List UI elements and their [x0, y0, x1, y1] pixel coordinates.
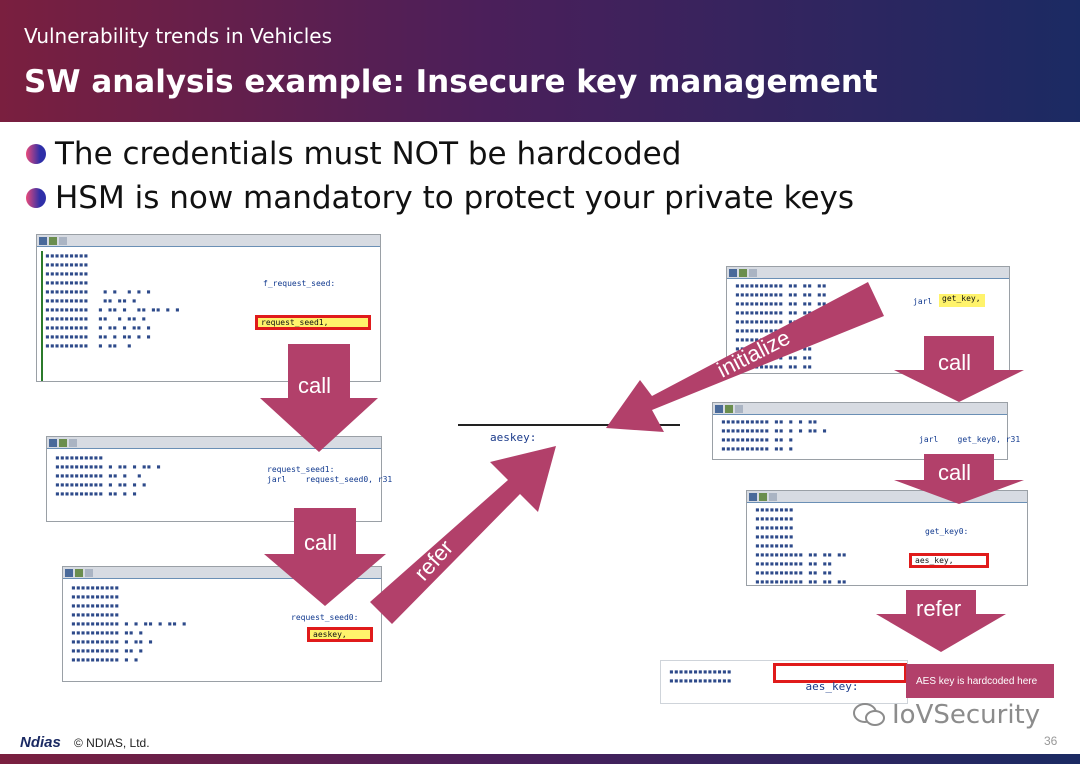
- toolbar-icon: [49, 438, 57, 447]
- function-label: get_key0:: [925, 527, 969, 536]
- highlighted-symbol: get_key,: [939, 294, 985, 307]
- aes-key-highlight: aes_key:: [773, 663, 907, 693]
- address-column: ▪▪▪▪▪▪▪▪▪▪ ▪▪ ▪ ▪ ▪▪ ▪▪▪▪▪▪▪▪▪▪ ▪▪ ▪ ▪ ▪…: [721, 417, 827, 453]
- arrow-label-call: call: [938, 460, 971, 485]
- call-instruction: jarl get_key0, r31: [919, 435, 1021, 444]
- code-window-aes-key: ▪▪▪▪▪▪▪▪▪▪▪▪▪ ▪▪▪▪▪▪▪▪▪▪▪▪▪ aes_key:: [660, 660, 908, 704]
- aeskey-label: aeskey:: [490, 431, 537, 444]
- arrow-label-call: call: [304, 530, 337, 555]
- toolbar-icon: [749, 492, 757, 501]
- toolbar-icon: [729, 268, 737, 277]
- toolbar-icon: [39, 236, 47, 245]
- code-window-request-seed0: ▪▪▪▪▪▪▪▪▪▪ ▪▪▪▪▪▪▪▪▪▪ ▪▪▪▪▪▪▪▪▪▪ ▪▪▪▪▪▪▪…: [62, 566, 382, 682]
- toolbar-icon: [75, 568, 83, 577]
- aeskey-symbol-line: aeskey:: [458, 424, 680, 446]
- bullet-item: HSM is now mandatory to protect your pri…: [26, 176, 854, 220]
- bullet-dot-icon: [26, 188, 46, 208]
- slide-subtitle: Vulnerability trends in Vehicles: [24, 24, 333, 48]
- call-instruction: jarl: [913, 297, 933, 306]
- highlighted-symbol: aes_key,: [909, 553, 989, 568]
- bullet-dot-icon: [26, 144, 46, 164]
- window-toolbar: [47, 437, 381, 449]
- copyright-text: © NDIAS, Ltd.: [74, 736, 150, 750]
- watermark-text: IoVSecurity: [892, 700, 1041, 730]
- wechat-icon: [853, 703, 885, 726]
- page-number: 36: [1044, 734, 1058, 748]
- hardcoded-note: AES key is hardcoded here: [906, 664, 1054, 698]
- function-label: f_request_seed:: [263, 279, 336, 288]
- code-gutter: [41, 251, 43, 381]
- function-label: request_seed1:: [267, 465, 335, 474]
- window-toolbar: [747, 491, 1027, 503]
- toolbar-icon: [735, 404, 743, 413]
- toolbar-icon: [725, 404, 733, 413]
- code-window-request-seed: ▪▪▪▪▪▪▪▪▪ ▪▪▪▪▪▪▪▪▪ ▪▪▪▪▪▪▪▪▪ ▪▪▪▪▪▪▪▪▪ …: [36, 234, 381, 382]
- bullet-list: The credentials must NOT be hardcoded HS…: [26, 132, 854, 220]
- refer-arrow: [370, 446, 556, 624]
- address-column: ▪▪▪▪▪▪▪▪▪▪ ▪▪▪▪▪▪▪▪▪▪ ▪ ▪▪ ▪ ▪▪ ▪ ▪▪▪▪▪▪…: [55, 453, 161, 498]
- footer-bar: [0, 754, 1080, 764]
- window-toolbar: [37, 235, 380, 247]
- slide-header: Vulnerability trends in Vehicles SW anal…: [0, 0, 1080, 122]
- toolbar-icon: [65, 568, 73, 577]
- address-column: ▪▪▪▪▪▪▪▪▪▪ ▪▪ ▪▪ ▪▪ ▪▪▪▪▪▪▪▪▪▪ ▪▪ ▪▪ ▪▪ …: [735, 281, 827, 371]
- toolbar-icon: [69, 438, 77, 447]
- arrow-label-refer: refer: [916, 596, 961, 621]
- toolbar-icon: [739, 268, 747, 277]
- slide-title: SW analysis example: Insecure key manage…: [24, 64, 878, 100]
- highlighted-symbol: request_seed1,: [255, 315, 371, 330]
- address-column: ▪▪▪▪▪▪▪▪▪▪▪▪▪ ▪▪▪▪▪▪▪▪▪▪▪▪▪: [669, 667, 732, 685]
- toolbar-icon: [749, 268, 757, 277]
- code-window-request-seed1: ▪▪▪▪▪▪▪▪▪▪ ▪▪▪▪▪▪▪▪▪▪ ▪ ▪▪ ▪ ▪▪ ▪ ▪▪▪▪▪▪…: [46, 436, 392, 522]
- toolbar-icon: [85, 568, 93, 577]
- toolbar-icon: [715, 404, 723, 413]
- bullet-text: The credentials must NOT be hardcoded: [55, 136, 682, 172]
- code-window-get-key-call: ▪▪▪▪▪▪▪▪▪▪ ▪▪ ▪ ▪ ▪▪ ▪▪▪▪▪▪▪▪▪▪ ▪▪ ▪ ▪ ▪…: [712, 402, 1020, 460]
- highlighted-symbol: aeskey,: [307, 627, 373, 642]
- call-instruction: jarl request_seed0, r31: [267, 475, 393, 484]
- code-window-get-key0: ▪▪▪▪▪▪▪▪ ▪▪▪▪▪▪▪▪ ▪▪▪▪▪▪▪▪ ▪▪▪▪▪▪▪▪ ▪▪▪▪…: [746, 490, 1028, 586]
- address-column: ▪▪▪▪▪▪▪▪▪ ▪▪▪▪▪▪▪▪▪ ▪▪▪▪▪▪▪▪▪ ▪▪▪▪▪▪▪▪▪ …: [45, 251, 180, 350]
- address-column: ▪▪▪▪▪▪▪▪ ▪▪▪▪▪▪▪▪ ▪▪▪▪▪▪▪▪ ▪▪▪▪▪▪▪▪ ▪▪▪▪…: [755, 505, 847, 586]
- window-toolbar: [727, 267, 1009, 279]
- company-logo: Ndias: [20, 734, 61, 751]
- refer-arrow: [876, 590, 1006, 652]
- toolbar-icon: [59, 236, 67, 245]
- code-window-get-key: ▪▪▪▪▪▪▪▪▪▪ ▪▪ ▪▪ ▪▪ ▪▪▪▪▪▪▪▪▪▪ ▪▪ ▪▪ ▪▪ …: [726, 266, 1010, 374]
- bullet-text: HSM is now mandatory to protect your pri…: [55, 180, 855, 216]
- function-label: request_seed0:: [291, 613, 359, 622]
- toolbar-icon: [769, 492, 777, 501]
- hardcoded-note-text: AES key is hardcoded here: [916, 675, 1038, 687]
- toolbar-icon: [759, 492, 767, 501]
- bullet-item: The credentials must NOT be hardcoded: [26, 132, 854, 176]
- toolbar-icon: [49, 236, 57, 245]
- arrow-label-refer: refer: [409, 535, 458, 585]
- toolbar-icon: [59, 438, 67, 447]
- window-toolbar: [713, 403, 1007, 415]
- watermark: IoVSecurity: [852, 700, 1040, 730]
- window-toolbar: [63, 567, 381, 579]
- aes-key-label: aes_key:: [805, 680, 859, 693]
- address-column: ▪▪▪▪▪▪▪▪▪▪ ▪▪▪▪▪▪▪▪▪▪ ▪▪▪▪▪▪▪▪▪▪ ▪▪▪▪▪▪▪…: [71, 583, 187, 664]
